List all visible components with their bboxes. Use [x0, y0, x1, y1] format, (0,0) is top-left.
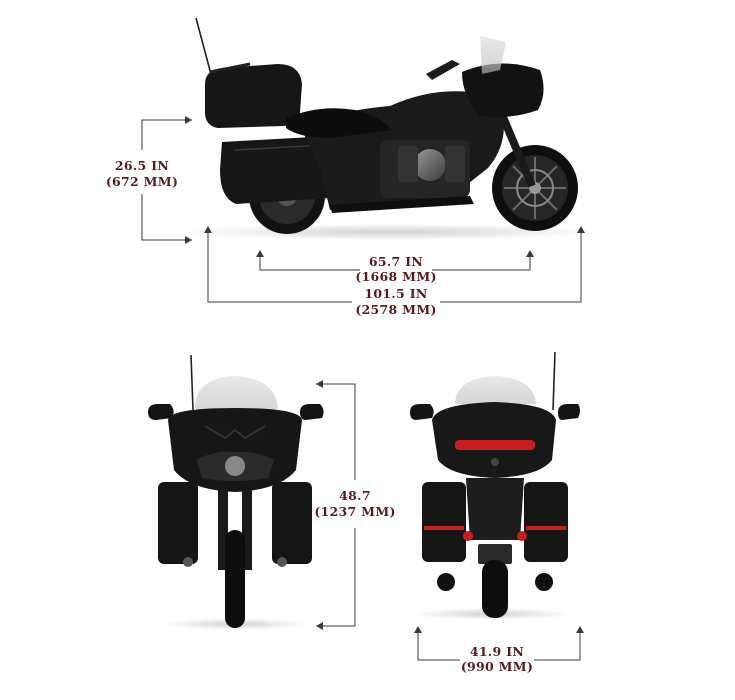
- side-seat: [286, 108, 392, 138]
- rear-windscreen: [455, 376, 536, 404]
- overall-width-dimension: [414, 626, 584, 661]
- rear-view-motorcycle: [410, 351, 580, 620]
- front-right-saddlebag: [272, 482, 312, 564]
- side-fairing: [462, 63, 544, 118]
- wheelbase-dimension: [256, 250, 534, 271]
- wheelbase-in-label: 65.7 IN: [369, 254, 423, 269]
- seat-height-mm-label: (672 MM): [106, 174, 178, 189]
- rear-license-plate: [478, 544, 512, 564]
- side-exhaust: [330, 196, 474, 213]
- front-left-mirror: [148, 404, 174, 420]
- side-handlebar: [426, 60, 460, 80]
- rear-left-saddlebag: [422, 482, 466, 562]
- seat-height-in-label: 26.5 IN: [115, 158, 169, 173]
- side-view-motorcycle: [180, 17, 600, 240]
- rear-left-exhaust: [437, 573, 455, 591]
- front-left-saddlebag: [158, 482, 198, 564]
- overall-width-in-label: 41.9 IN: [470, 644, 524, 659]
- overall-length-dimension: [204, 226, 585, 303]
- side-antenna: [195, 17, 213, 79]
- seat-height-dimension: [141, 116, 192, 244]
- rear-brake-light: [455, 440, 535, 450]
- rear-tire: [482, 560, 508, 618]
- rear-left-mirror: [410, 404, 434, 420]
- side-front-fork: [496, 108, 536, 188]
- overall-width-mm-label: (990 MM): [461, 659, 533, 674]
- rear-right-saddlebag: [524, 482, 568, 562]
- wheelbase-mm-label: (1668 MM): [355, 269, 436, 284]
- rear-antenna: [552, 351, 556, 411]
- side-windscreen: [480, 36, 506, 74]
- side-engine: [380, 140, 470, 198]
- side-top-box: [205, 64, 302, 128]
- front-tire: [225, 530, 245, 628]
- front-right-mirror: [300, 404, 324, 420]
- front-windscreen: [195, 376, 278, 412]
- front-view-motorcycle: [148, 354, 324, 630]
- overall-height-in-label: 48.7: [339, 488, 371, 503]
- overall-length-in-label: 101.5 IN: [364, 286, 427, 301]
- side-rack: [209, 62, 251, 74]
- front-antenna: [190, 354, 194, 411]
- side-front-wheel: [492, 145, 578, 231]
- overall-height-dimension: [316, 380, 356, 630]
- overall-length-mm-label: (2578 MM): [355, 302, 436, 317]
- rear-right-exhaust: [535, 573, 553, 591]
- rear-fender: [466, 478, 524, 540]
- overall-height-mm-label: (1237 MM): [314, 504, 395, 519]
- side-saddlebag: [220, 136, 343, 204]
- rear-right-mirror: [558, 404, 580, 420]
